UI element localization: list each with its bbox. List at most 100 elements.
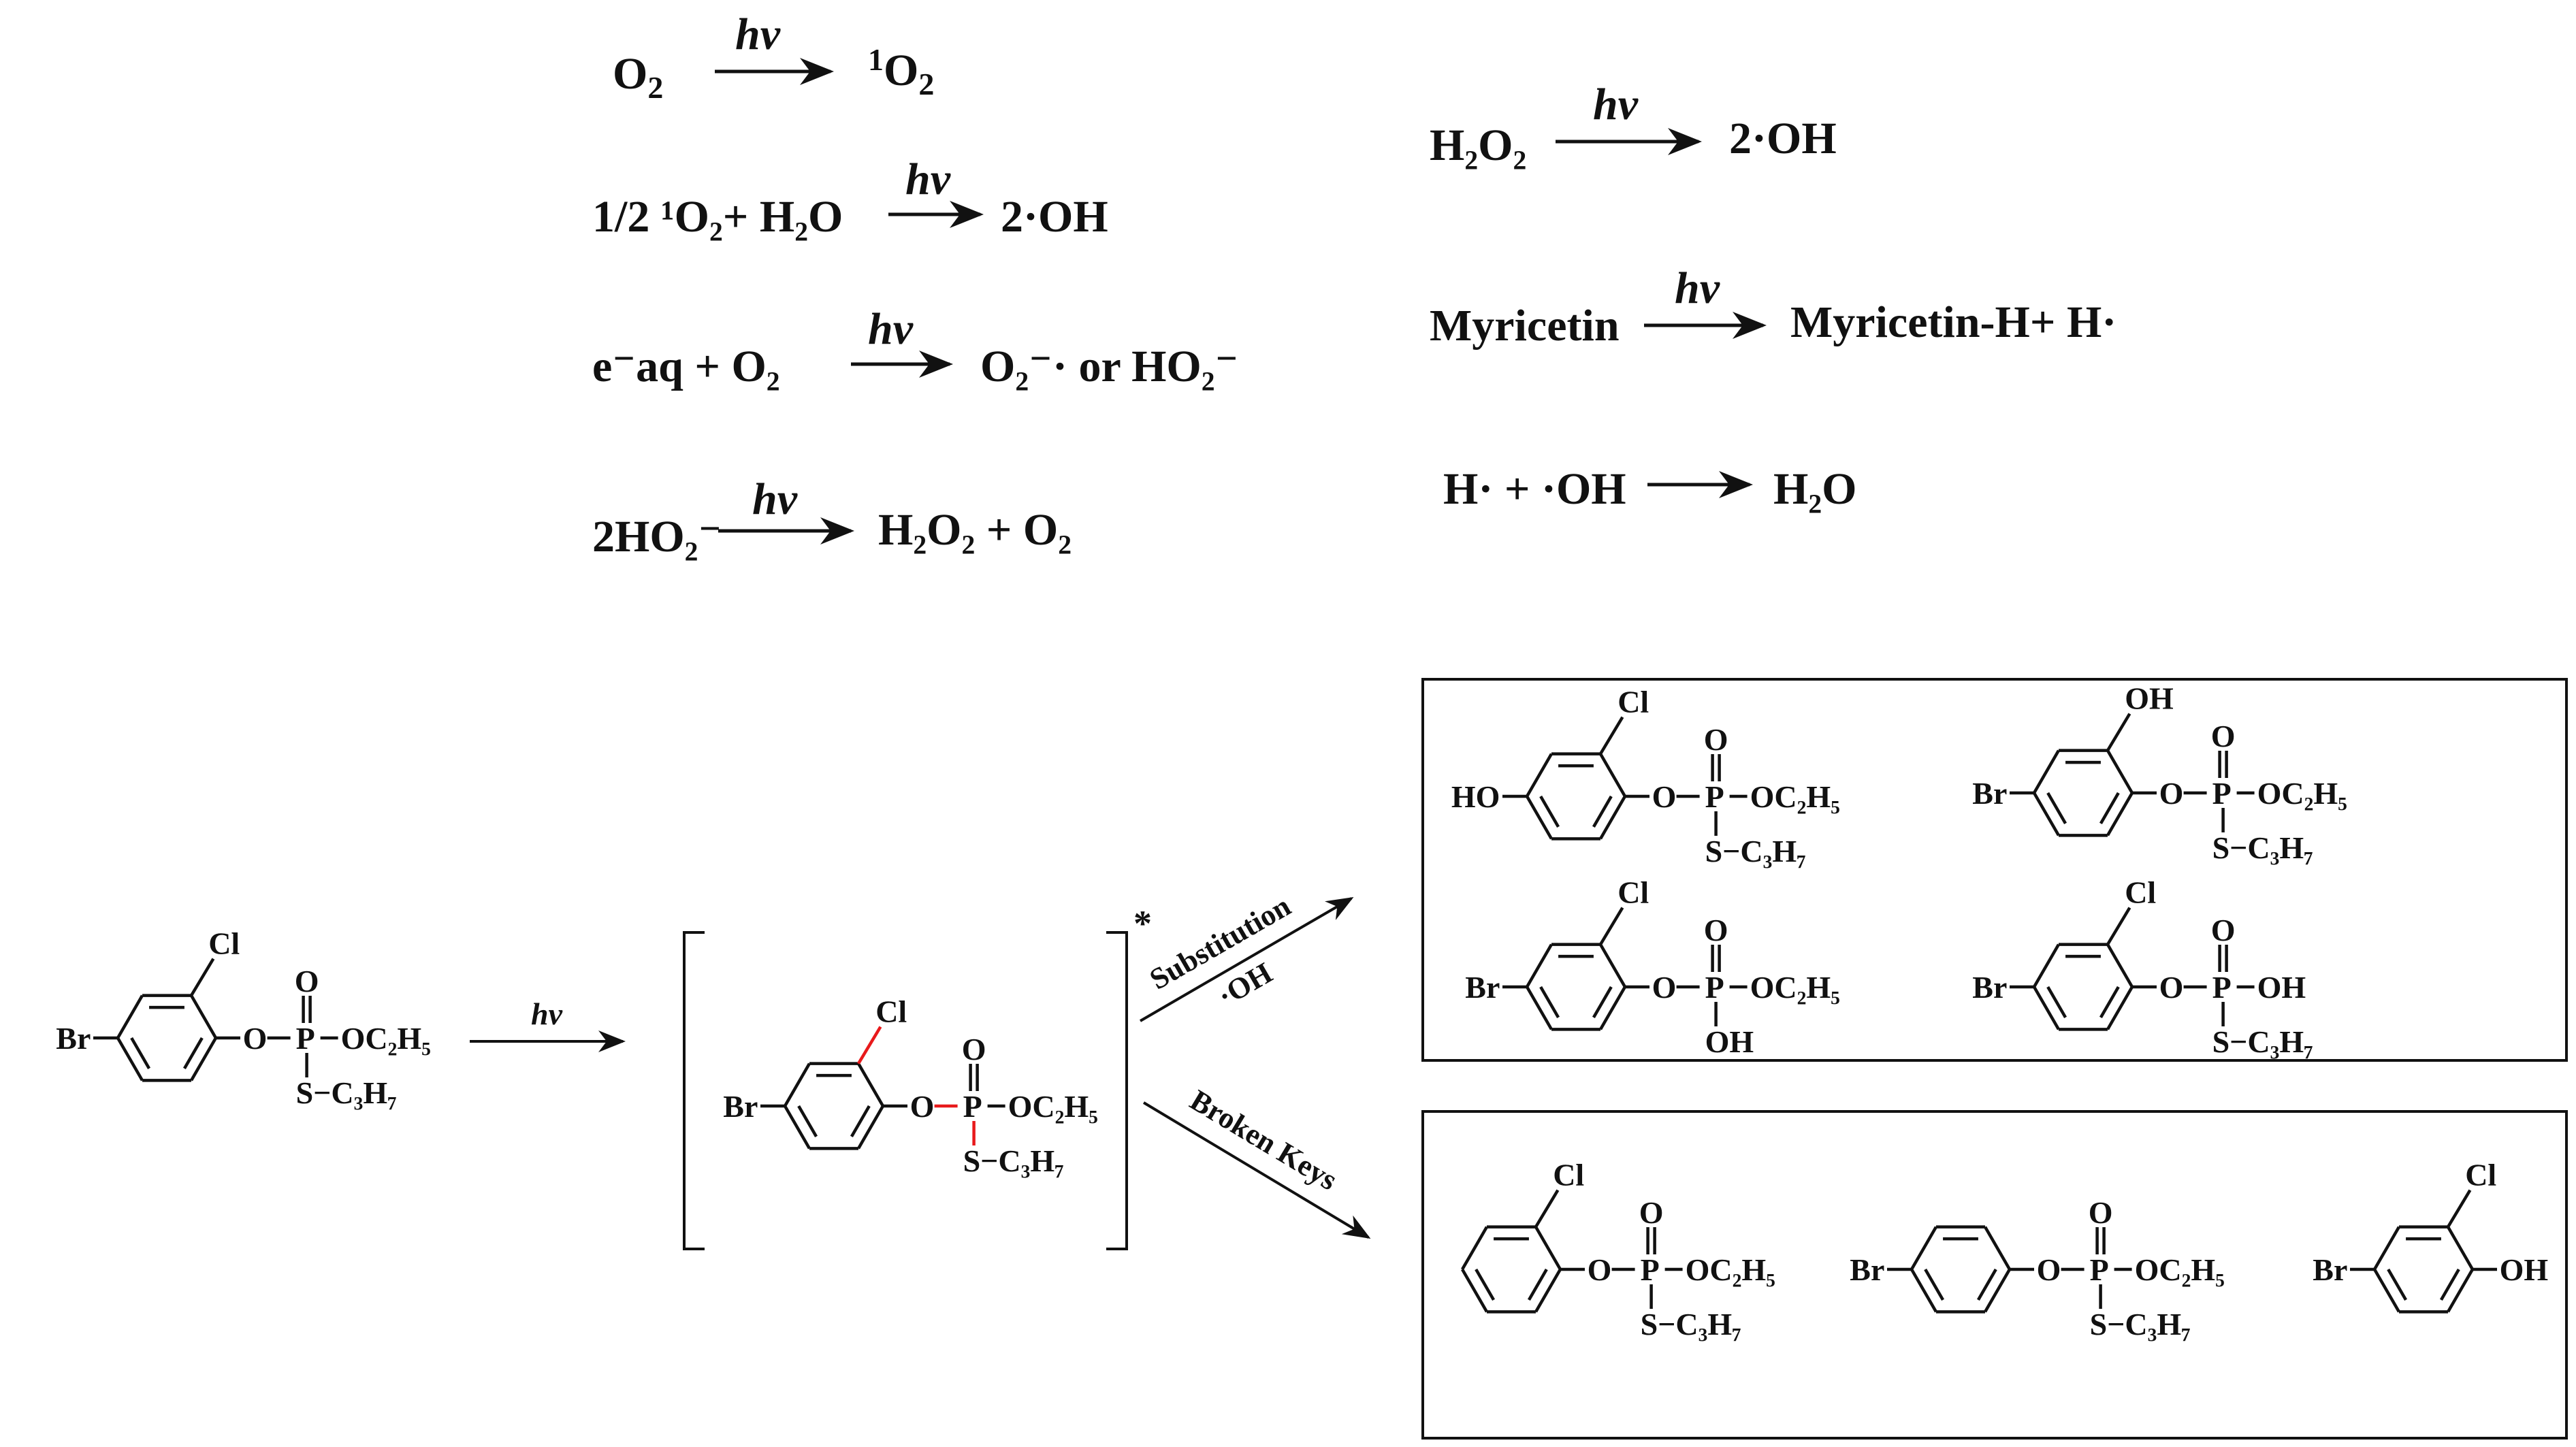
p-down-label: OH bbox=[1705, 1024, 1754, 1059]
eq3-rhs: O₂⁻· or HO₂⁻ bbox=[980, 342, 1238, 391]
ring-bond bbox=[2373, 1268, 2400, 1313]
ring-double-bond bbox=[1592, 986, 1613, 1019]
ring-bond bbox=[2033, 986, 2060, 1030]
eq4-lhs: 2HO₂⁻ bbox=[592, 512, 722, 562]
p-right-label: OC₂H₅ bbox=[1686, 1252, 1775, 1287]
substitution-arrow bbox=[1139, 896, 1354, 1022]
left-substituent-label: Br bbox=[1972, 970, 2007, 1005]
left-substituent-label: Br bbox=[1972, 776, 2007, 811]
ring-double-bond bbox=[1527, 1268, 1548, 1301]
eq2-lhs: 1/2 ¹O₂+ H₂O bbox=[592, 192, 843, 242]
eq4-rhs: H₂O₂ + O₂ bbox=[878, 505, 1072, 555]
ring-bond bbox=[116, 1037, 144, 1082]
ring-bond bbox=[190, 1037, 217, 1082]
ring-bond bbox=[1461, 1226, 1488, 1271]
ring-bond bbox=[190, 994, 217, 1039]
ring-bond bbox=[1534, 1268, 1562, 1313]
eq4-hv: hv bbox=[752, 474, 798, 524]
ring-bond bbox=[1526, 753, 1553, 798]
eq7-lhs: H· + ·OH bbox=[1443, 464, 1626, 514]
ring-double-bond bbox=[1539, 795, 1560, 828]
ring-double-bond bbox=[797, 1105, 818, 1138]
ring-double-bond bbox=[1924, 1268, 1945, 1301]
ring-double-bond bbox=[130, 1037, 151, 1070]
oxygen-label: O bbox=[1652, 779, 1677, 814]
left-substituent-label: HO bbox=[1451, 779, 1500, 814]
ortho-bond bbox=[2106, 907, 2131, 945]
oxygen-label: O bbox=[1588, 1252, 1612, 1287]
p-right-label: OC₂H₅ bbox=[2257, 776, 2347, 811]
ortho-bond bbox=[1599, 907, 1624, 945]
phosphoryl-oxygen: O bbox=[295, 964, 319, 998]
eq2-rhs: 2·OH bbox=[1001, 192, 1108, 242]
broken-keys-arrow bbox=[1142, 1101, 1371, 1239]
ortho-label: Cl bbox=[2125, 875, 2156, 909]
p-down-label: S−C₃H₇ bbox=[963, 1143, 1064, 1178]
ring-double-bond bbox=[182, 1037, 204, 1070]
p-right-label: OC₂H₅ bbox=[341, 1021, 431, 1056]
phosphoryl-oxygen: O bbox=[2211, 719, 2236, 753]
p-down-label: S−C₃H₇ bbox=[1641, 1307, 1741, 1342]
phosphorus-label: P bbox=[1705, 970, 1724, 1005]
ring-double-bond bbox=[2387, 1268, 2408, 1301]
ring-bond bbox=[1526, 943, 1553, 988]
phosphoryl-oxygen: O bbox=[2089, 1195, 2113, 1230]
ring-double-bond bbox=[2046, 986, 2067, 1019]
ortho-label: Cl bbox=[1617, 875, 1649, 909]
p-right-label: OC₂H₅ bbox=[2135, 1252, 2225, 1287]
right-bracket bbox=[1106, 931, 1128, 1250]
phosphorus-label: P bbox=[1705, 779, 1724, 814]
ortho-label: Cl bbox=[875, 994, 907, 1028]
ring-double-bond bbox=[2046, 792, 2067, 825]
p-right-label: OC₂H₅ bbox=[1750, 970, 1840, 1005]
eq3-hv: hv bbox=[868, 304, 914, 354]
ortho-label: Cl bbox=[2465, 1157, 2496, 1192]
ortho-label: Cl bbox=[208, 926, 240, 960]
eq1-rhs: 1O2 bbox=[868, 42, 934, 101]
ring-bond bbox=[116, 994, 144, 1039]
phosphoryl-oxygen: O bbox=[2211, 913, 2236, 947]
eq6-hv: hv bbox=[1675, 263, 1720, 313]
equation-singlet-water: 1/2 ¹O₂+ H₂O hv 2·OH bbox=[592, 155, 1108, 242]
phosphoryl-oxygen: O bbox=[962, 1032, 986, 1067]
phosphorus-label: P bbox=[2212, 970, 2232, 1005]
ring-bond bbox=[1984, 1268, 2011, 1313]
ring-double-bond bbox=[1592, 795, 1613, 828]
oxygen-label: O bbox=[2159, 970, 2184, 1005]
phosphorus-label: P bbox=[1641, 1252, 1660, 1287]
intermediate-brackets bbox=[683, 931, 1128, 1250]
p-down-label: S−C₃H₇ bbox=[2212, 830, 2313, 865]
p-down-label: S−C₃H₇ bbox=[2090, 1307, 2191, 1342]
ring-bond bbox=[1599, 943, 1626, 988]
ring-bond bbox=[1461, 1268, 1488, 1313]
excited-star: * bbox=[1133, 903, 1152, 944]
left-substituent-label: Br bbox=[723, 1089, 758, 1124]
left-bracket bbox=[683, 931, 705, 1250]
ring-double-bond bbox=[2439, 1268, 2460, 1301]
ring-bond bbox=[2033, 749, 2060, 794]
equation-h2o2-split: H₂O₂ hv 2·OH bbox=[1430, 80, 1837, 170]
ortho-label: Cl bbox=[1617, 684, 1649, 719]
phosphoryl-oxygen: O bbox=[1704, 913, 1728, 947]
equation-h-oh: H· + ·OH H₂O bbox=[1443, 464, 1856, 514]
phosphoryl-oxygen: O bbox=[1704, 722, 1728, 757]
substitution-products-box bbox=[1421, 678, 2568, 1062]
oxygen-label: O bbox=[1652, 970, 1677, 1005]
left-substituent-label: Br bbox=[2313, 1252, 2347, 1287]
oh-radical-label: ·OH bbox=[1212, 956, 1278, 1013]
eq5-lhs: H₂O₂ bbox=[1430, 120, 1526, 170]
ring-bond bbox=[2106, 986, 2134, 1030]
ring-bond bbox=[1984, 1226, 2011, 1271]
phosphorus-label: P bbox=[296, 1021, 315, 1056]
ring-bond bbox=[857, 1062, 884, 1107]
ring-bond bbox=[1910, 1268, 1937, 1313]
ring-double-bond bbox=[1539, 986, 1560, 1019]
phosphoryl-oxygen: O bbox=[1639, 1195, 1664, 1230]
ring-bond bbox=[784, 1062, 811, 1107]
ring-double-bond bbox=[1976, 1268, 1997, 1301]
